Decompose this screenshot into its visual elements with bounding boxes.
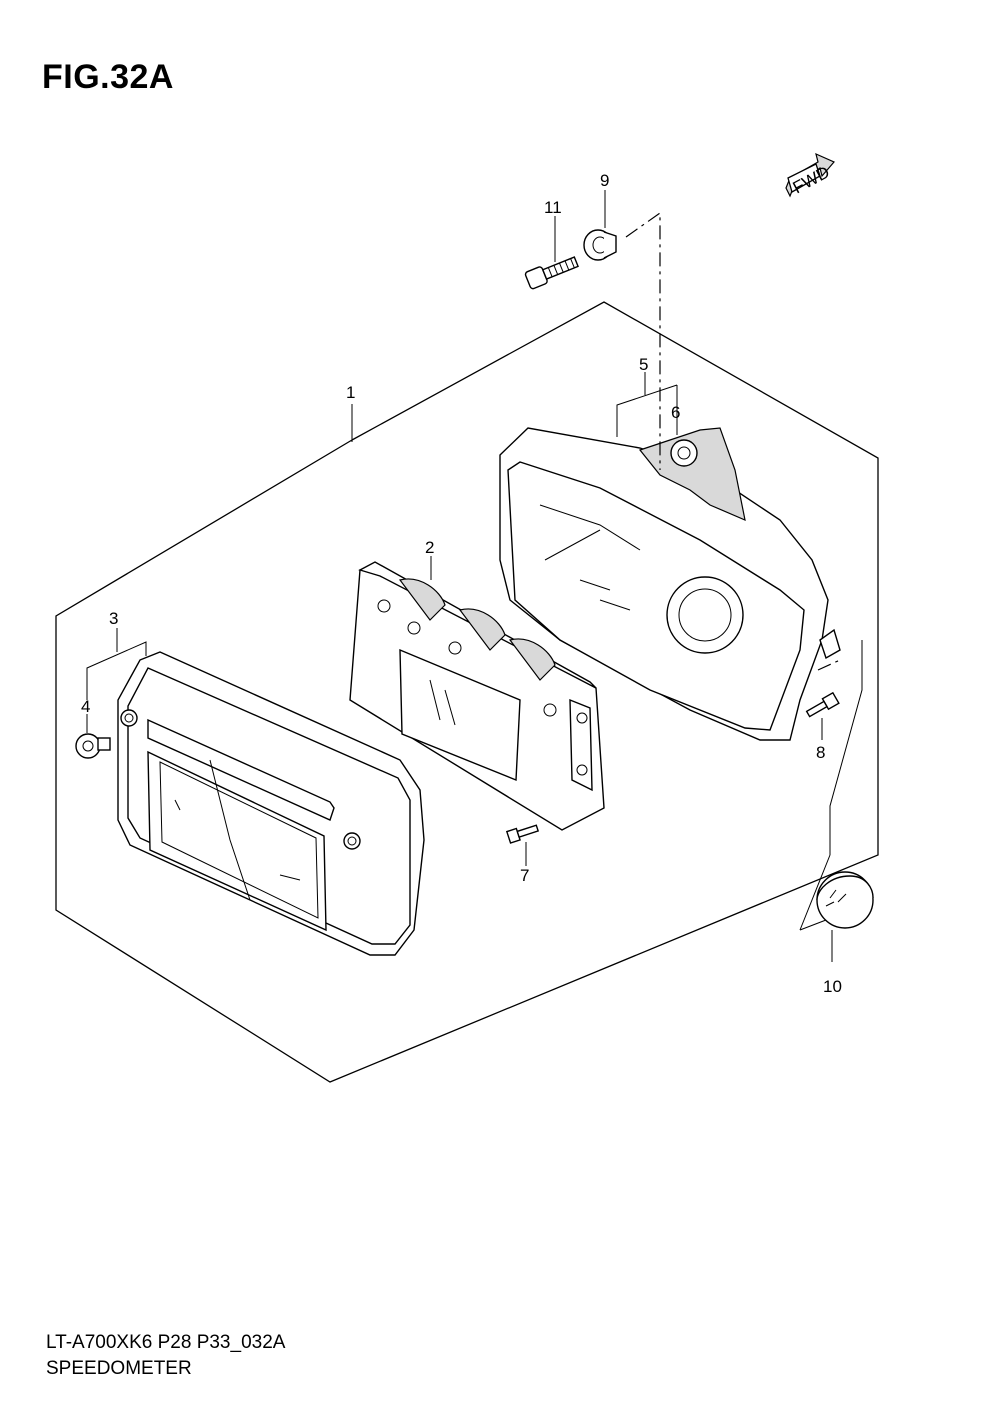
leader-bracket-10b <box>799 854 831 931</box>
model-code: LT-A700XK6 P28 P33_032A <box>46 1332 286 1353</box>
figure-caption: SPEEDOMETER <box>46 1358 192 1379</box>
callout-5: 5 <box>639 355 648 374</box>
assembly-outline <box>55 301 879 1083</box>
callout-10: 10 <box>823 977 842 996</box>
grommet-4 <box>75 733 111 759</box>
fwd-arrow-icon: FWD <box>785 152 835 198</box>
screw-8 <box>805 691 840 718</box>
callout-2: 2 <box>425 538 434 557</box>
assembly-axis-8 <box>817 659 841 671</box>
leader-5 <box>616 384 678 437</box>
callout-11: 11 <box>544 198 562 217</box>
front-bezel <box>117 651 425 956</box>
meter-unit <box>349 561 605 831</box>
rear-housing <box>499 427 841 741</box>
callout-4: 4 <box>81 697 90 716</box>
leader-bracket-10c <box>799 919 827 931</box>
leader-3 <box>86 641 147 700</box>
callout-9: 9 <box>600 171 609 190</box>
leader-bracket-10 <box>829 640 863 855</box>
figure-title: FIG.32A <box>42 58 174 96</box>
callout-8: 8 <box>816 743 825 762</box>
washer-9 <box>583 229 617 261</box>
cap-10 <box>816 871 874 929</box>
callout-7: 7 <box>520 866 529 885</box>
callout-1: 1 <box>346 383 355 402</box>
screw-7 <box>505 824 540 844</box>
callout-6: 6 <box>671 403 680 422</box>
callout-3: 3 <box>109 609 118 628</box>
assembly-axis-9 <box>625 211 661 470</box>
bolt-11 <box>524 256 579 290</box>
